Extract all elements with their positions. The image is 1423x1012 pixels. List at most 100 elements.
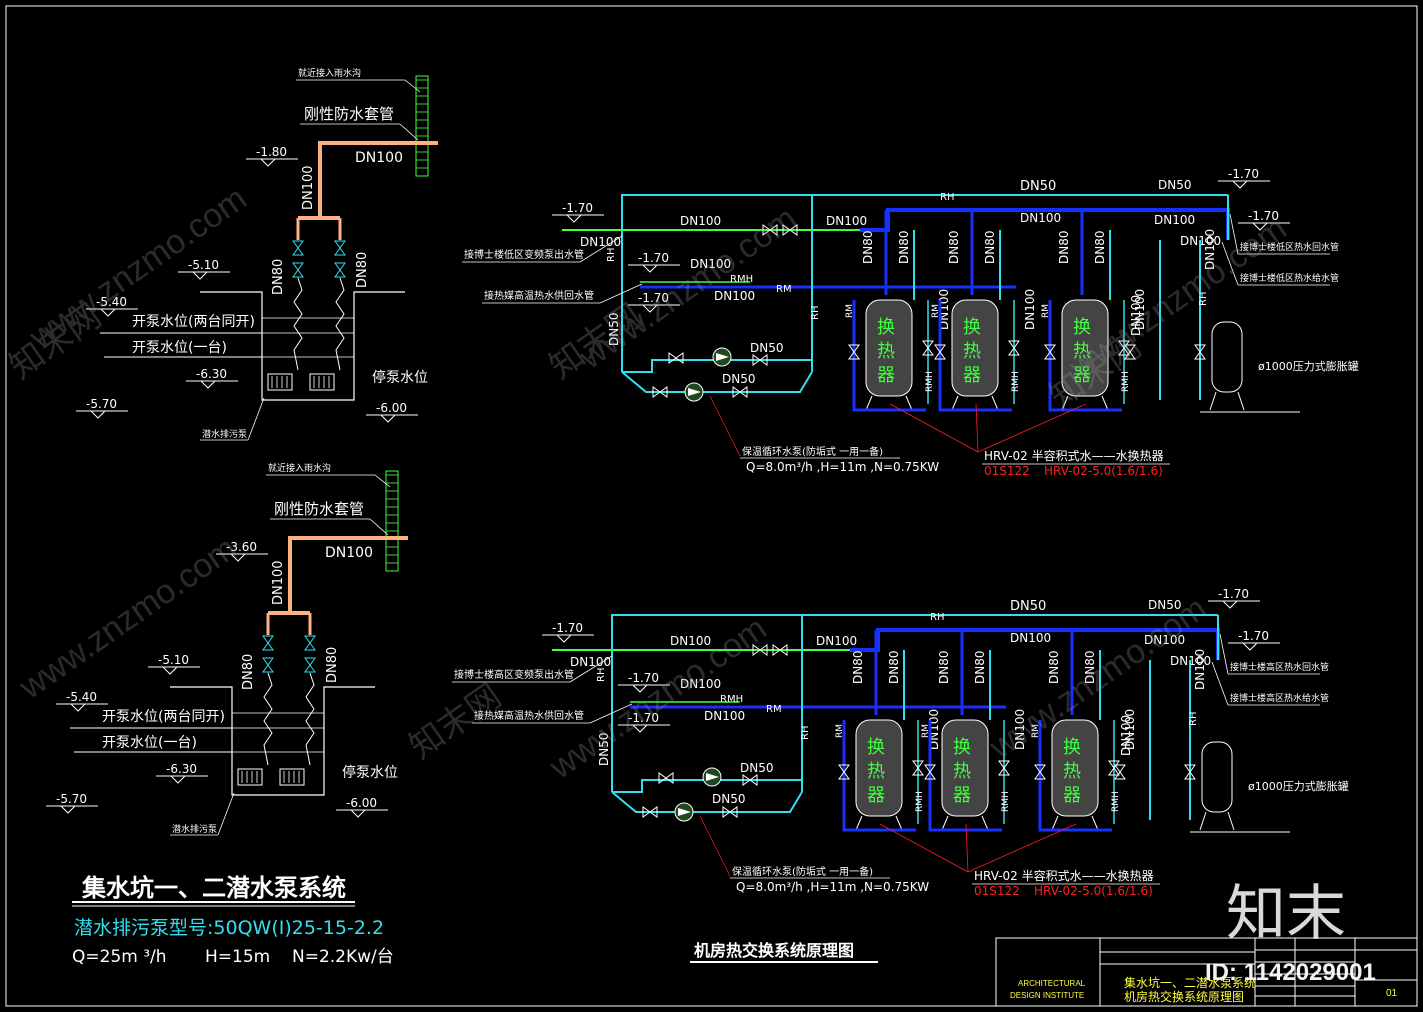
el-ground-2: -5.10 — [158, 653, 189, 667]
rmh-label: RMH — [720, 694, 743, 705]
hx-return — [842, 720, 916, 832]
pump-spec: 保温循环水泵(防垢式 一用一备) — [732, 865, 873, 878]
dn100-rm-b: DN100 — [714, 289, 755, 303]
hx-char-1-2: 器 — [963, 365, 981, 386]
pump-icon — [237, 768, 263, 786]
riser-valve-icon — [334, 240, 346, 256]
leader-line — [399, 123, 419, 141]
el-bottom-2: -6.00 — [346, 796, 377, 810]
hx-char-0-1: 热 — [867, 761, 885, 782]
hx-rmh-label-1: RMH — [1001, 791, 1011, 812]
pump-valve-icon — [642, 806, 658, 818]
pump-q: Q=8.0m³/h ,H=11m ,N=0.75KW — [746, 460, 939, 474]
hx-return — [852, 300, 926, 412]
hx-char-1-0: 换 — [963, 317, 981, 338]
dn50-pump-a: DN50 — [740, 761, 774, 775]
hx-char-0-2: 器 — [867, 785, 885, 806]
el-bottom-1: -6.00 — [376, 401, 407, 415]
hx-rm-label-2: RM — [1041, 304, 1051, 318]
wall-hatch — [385, 470, 399, 572]
hx-char-1-0: 换 — [953, 737, 971, 758]
hx-valve-icon — [838, 764, 850, 780]
hx-model: HRV-02-5.0(1.6/1.6) — [1044, 464, 1163, 478]
riser-valve-icon — [304, 635, 316, 651]
pump-label-1: 潜水排污泵 — [202, 428, 247, 440]
leader-line — [709, 395, 741, 457]
heat-exchanger-icon — [865, 299, 913, 397]
dn80-hx-1-b: DN80 — [983, 231, 997, 265]
dn50-left-label: DN50 — [607, 313, 621, 347]
hx-rmh-label-2: RMH — [1121, 371, 1131, 392]
src-label: 接博士楼高区变频泵出水管 — [454, 668, 574, 681]
title-org-en-2: DESIGN INSTITUTE — [1010, 991, 1084, 1000]
el-rm-b: -1.70 — [638, 291, 669, 305]
expansion-tank-icon — [1211, 321, 1243, 393]
note-drain-2: 就近接入雨水沟 — [268, 462, 331, 474]
hx-rmh-label-1: RMH — [1011, 371, 1021, 392]
hx-rm-label-2: RM — [1031, 724, 1041, 738]
dn100-hot-label: DN100 — [1010, 631, 1051, 645]
leader-line — [1229, 213, 1239, 255]
sleeve-label-1: 刚性防水套管 — [304, 105, 394, 123]
el-right: -1.70 — [1238, 629, 1269, 643]
el-rm-a: -1.70 — [638, 251, 669, 265]
pump-spec: 保温循环水泵(防垢式 一用一备) — [742, 445, 883, 458]
dn100-outlet: DN100 — [1203, 229, 1217, 270]
el-left-1: -5.40 — [96, 295, 127, 309]
tank-leg — [1199, 811, 1207, 831]
el-src: -1.70 — [562, 201, 593, 215]
ret-label: 接热媒高温热水供回水管 — [484, 289, 594, 302]
pit-outline — [170, 686, 375, 796]
heat-exchanger-icon — [941, 719, 989, 817]
check-valve-icon — [292, 262, 304, 278]
hx-rmh-label-0: RMH — [915, 791, 925, 812]
hx-char-2-0: 换 — [1063, 737, 1081, 758]
leader-line — [217, 792, 235, 836]
hx-leg — [991, 395, 999, 411]
hx-rm-label-0: RM — [835, 724, 845, 738]
leader-line — [1211, 661, 1229, 706]
dn100-supply-label: DN100 — [680, 214, 721, 228]
hx-spec: HRV-02 半容积式水——水换热器 — [984, 448, 1164, 463]
tank-label: ø1000压力式膨胀罐 — [1258, 359, 1359, 373]
pump-model: 潜水排污泵型号:50QW(I)25-15-2.2 — [74, 917, 384, 939]
expansion-tank-icon — [1201, 741, 1233, 813]
dn80-hx-1-a: DN80 — [937, 651, 951, 685]
dn100-outlet: DN100 — [1193, 649, 1207, 690]
el-top: -1.70 — [1228, 167, 1259, 181]
watermark-id: ID: 1142029001 — [1205, 959, 1376, 986]
dn-left-1: DN80 — [271, 259, 286, 295]
tank-leg — [1237, 391, 1245, 411]
return-valve-icon — [1114, 764, 1126, 780]
rmh-label: RMH — [730, 274, 753, 285]
dn100-rm-a: DN100 — [680, 677, 721, 691]
el-mid-1: -6.30 — [196, 367, 227, 381]
dn-riser-1: DN100 — [301, 165, 316, 210]
rh-left-label: RH — [596, 668, 607, 682]
dn-riser-2: DN100 — [271, 560, 286, 605]
leader-line — [1219, 633, 1229, 675]
pump-valve-icon — [668, 352, 684, 364]
pump-line-b — [611, 791, 803, 813]
rh-loop-top — [611, 614, 1218, 792]
dn80-hx-2-b: DN80 — [1083, 651, 1097, 685]
pump-arrow-icon — [716, 353, 729, 361]
pump-arrow-icon — [678, 808, 691, 816]
check-valve-icon — [304, 657, 316, 673]
dn80-hx-0-a: DN80 — [851, 651, 865, 685]
hx-char-2-2: 器 — [1073, 365, 1091, 386]
dn80-hx-0-b: DN80 — [887, 651, 901, 685]
dn50-pump-a: DN50 — [750, 341, 784, 355]
hx-leg — [905, 395, 913, 411]
hx-dn100-1: DN100 — [1013, 709, 1027, 750]
sleeve-label-2: 刚性防水套管 — [274, 500, 364, 518]
pump-icon — [267, 373, 293, 391]
dn80-hx-1-a: DN80 — [947, 231, 961, 265]
supply-valve-icon — [772, 644, 788, 656]
hx-return — [928, 720, 1002, 832]
rh-outlet: RH — [1188, 712, 1199, 726]
el-ground-1: -5.10 — [188, 258, 219, 272]
pump-valve-icon — [732, 386, 748, 398]
title-block: ARCHITECTURAL DESIGN INSTITUTE 集水坑一、二潜水泵… — [995, 937, 1418, 1007]
